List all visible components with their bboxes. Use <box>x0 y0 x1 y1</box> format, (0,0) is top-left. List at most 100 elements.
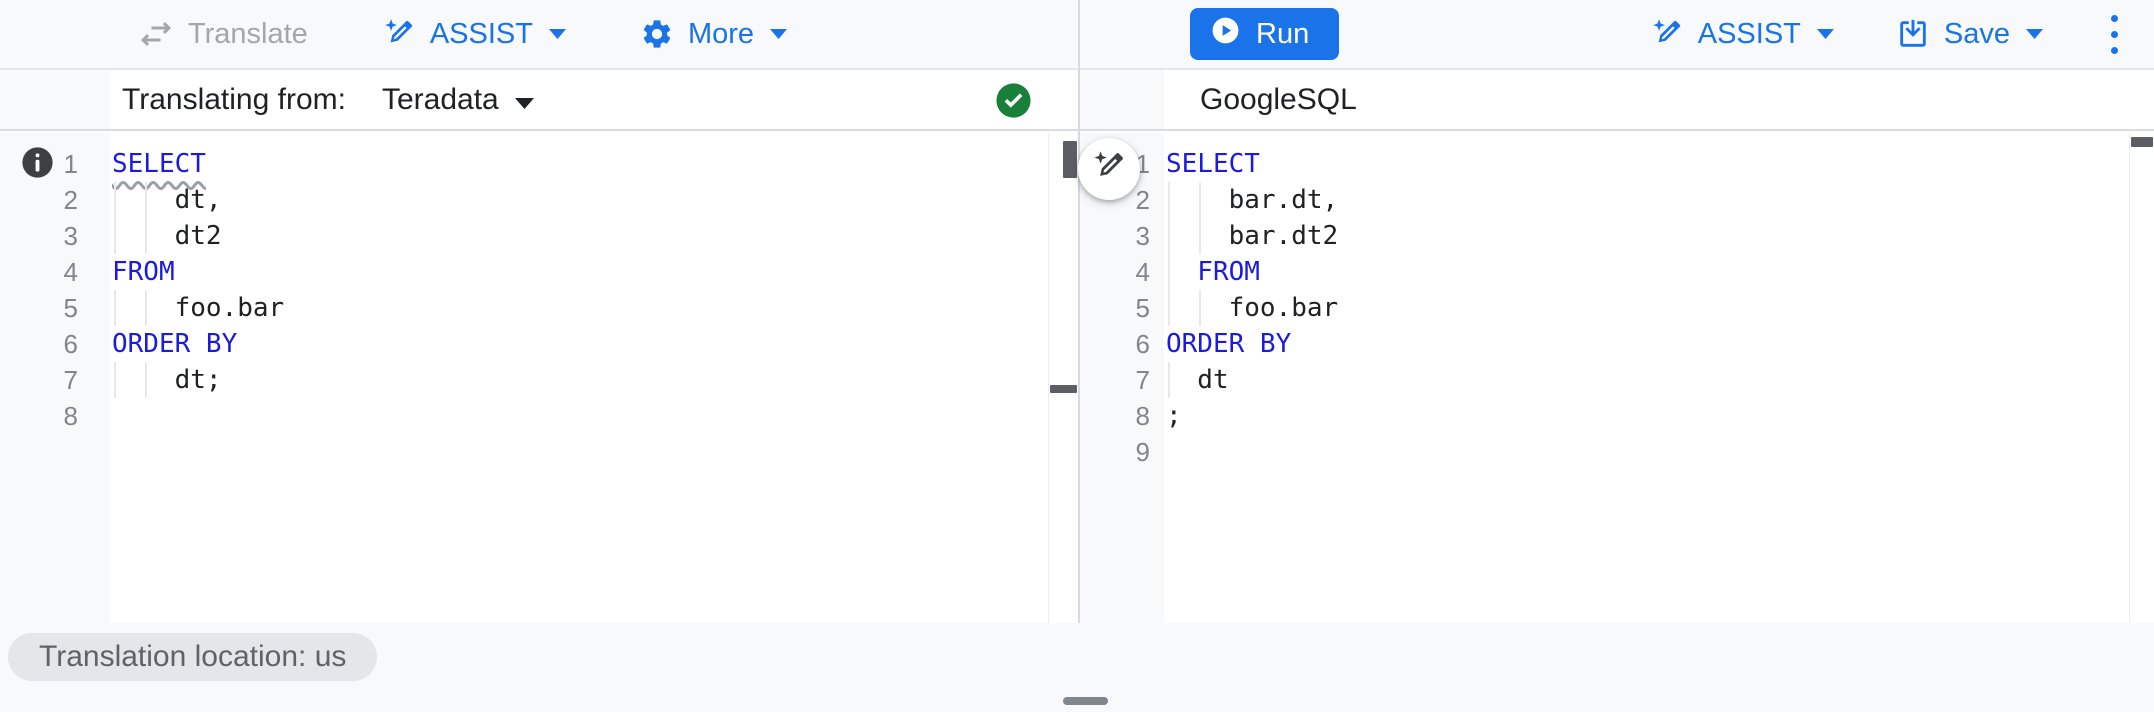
line-number: 3 <box>1135 221 1150 251</box>
pen-sparkle-icon <box>1650 17 1684 51</box>
vertical-scrollbar-thumb[interactable] <box>1063 141 1077 178</box>
horizontal-scrollbar-thumb[interactable] <box>1050 385 1077 393</box>
line-number: 1 <box>63 149 78 179</box>
code-line[interactable]: dt <box>1166 362 2154 398</box>
assist-label: ASSIST <box>429 17 533 50</box>
code-line[interactable]: SELECT <box>1166 146 2154 182</box>
indent-guide <box>114 218 116 254</box>
code-line[interactable]: ORDER BY <box>112 326 1078 362</box>
line-number: 3 <box>63 221 78 251</box>
vertical-scrollbar-thumb[interactable] <box>2131 137 2153 147</box>
assist-menu-button[interactable]: ASSIST <box>382 17 566 51</box>
indent-guide <box>114 362 116 398</box>
sql-keyword: SELECT <box>1166 149 1260 179</box>
overflow-menu-button[interactable] <box>2105 11 2124 58</box>
scrollbar-track-border <box>2129 133 2130 623</box>
toolbar: Translate ASSIST More <box>0 0 2154 70</box>
info-icon[interactable] <box>21 146 54 179</box>
play-circle-icon <box>1210 15 1241 54</box>
line-number: 6 <box>1135 329 1150 359</box>
footer: Translation location: us <box>0 623 2154 712</box>
assist-menu-button-target[interactable]: ASSIST <box>1650 17 1834 51</box>
line-number: 8 <box>63 401 78 431</box>
more-label: More <box>687 17 755 50</box>
target-panel-header: GoogleSQL <box>1080 70 2154 131</box>
indent-guide <box>1168 182 1170 218</box>
more-menu-button[interactable]: More <box>640 17 788 51</box>
line-number: 4 <box>63 257 78 287</box>
code-line[interactable]: bar.dt2 <box>1166 218 2154 254</box>
save-icon <box>1896 17 1930 51</box>
panel-resize-handle[interactable] <box>1063 697 1108 705</box>
assist-floating-button[interactable] <box>1078 138 1140 200</box>
code-line[interactable]: ; <box>1166 398 2154 434</box>
indent-guide <box>1199 218 1202 254</box>
source-dialect-dropdown[interactable]: Teradata <box>382 83 534 117</box>
save-label: Save <box>1943 17 2010 50</box>
indent-guide <box>1168 218 1170 254</box>
sql-text: dt; <box>112 365 222 395</box>
indent-guide <box>145 182 148 218</box>
sql-keyword: FROM <box>1166 257 1260 287</box>
translating-from-label: Translating from: <box>122 82 346 116</box>
sql-text: dt2 <box>112 221 222 251</box>
source-editor-gutter: 1 2 3 4 5 6 7 8 <box>0 133 110 623</box>
line-number: 7 <box>1135 365 1150 395</box>
line-number: 2 <box>63 185 78 215</box>
translation-location-chip: Translation location: us <box>8 633 378 681</box>
line-number: 7 <box>63 365 78 395</box>
line-number: 9 <box>1135 437 1150 467</box>
code-line[interactable]: FROM <box>112 254 1078 290</box>
code-line[interactable]: dt2 <box>112 218 1078 254</box>
translate-button[interactable]: Translate <box>138 16 308 52</box>
valid-check-icon <box>993 80 1034 121</box>
code-line[interactable]: foo.bar <box>112 290 1078 326</box>
indent-guide <box>114 290 116 326</box>
sql-text: dt, <box>112 185 222 215</box>
run-button[interactable]: Run <box>1190 8 1340 60</box>
source-panel-header: Translating from: Teradata <box>0 70 1078 131</box>
line-number: 8 <box>1135 401 1150 431</box>
chevron-down-icon <box>1816 29 1834 39</box>
pen-sparkle-icon <box>382 17 416 51</box>
chevron-down-icon <box>514 83 534 117</box>
indent-guide <box>114 182 116 218</box>
indent-guide <box>145 218 148 254</box>
save-menu-button[interactable]: Save <box>1896 17 2043 51</box>
code-line[interactable]: SELECT <box>112 146 1078 182</box>
sql-text: foo.bar <box>112 293 285 323</box>
translate-label: Translate <box>188 17 308 50</box>
gutter-strip <box>1080 70 1164 129</box>
indent-guide <box>1199 182 1202 218</box>
sql-text: bar.dt, <box>1166 185 1339 215</box>
toolbar-target-section: Run ASSIST Save <box>1080 0 2154 68</box>
line-number: 5 <box>63 293 78 323</box>
chevron-down-icon <box>2026 29 2043 39</box>
sql-text: ; <box>1166 401 1182 431</box>
code-line[interactable] <box>112 398 1078 434</box>
indent-guide <box>1168 362 1170 398</box>
indent-guide <box>1199 290 1202 326</box>
code-line[interactable]: foo.bar <box>1166 290 2154 326</box>
code-line[interactable]: dt, <box>112 182 1078 218</box>
sql-keyword: ORDER BY <box>1166 329 1292 359</box>
indent-guide <box>145 290 148 326</box>
code-line[interactable]: FROM <box>1166 254 2154 290</box>
sql-keyword: SELECT <box>112 149 206 179</box>
code-line[interactable]: ORDER BY <box>1166 326 2154 362</box>
line-number: 6 <box>63 329 78 359</box>
code-line[interactable] <box>1166 434 2154 470</box>
line-number: 4 <box>1135 257 1150 287</box>
sql-keyword: ORDER BY <box>112 329 238 359</box>
panel-divider[interactable] <box>1078 0 1080 623</box>
code-line[interactable]: bar.dt, <box>1166 182 2154 218</box>
assist-label: ASSIST <box>1697 17 1801 50</box>
code-line[interactable]: dt; <box>112 362 1078 398</box>
